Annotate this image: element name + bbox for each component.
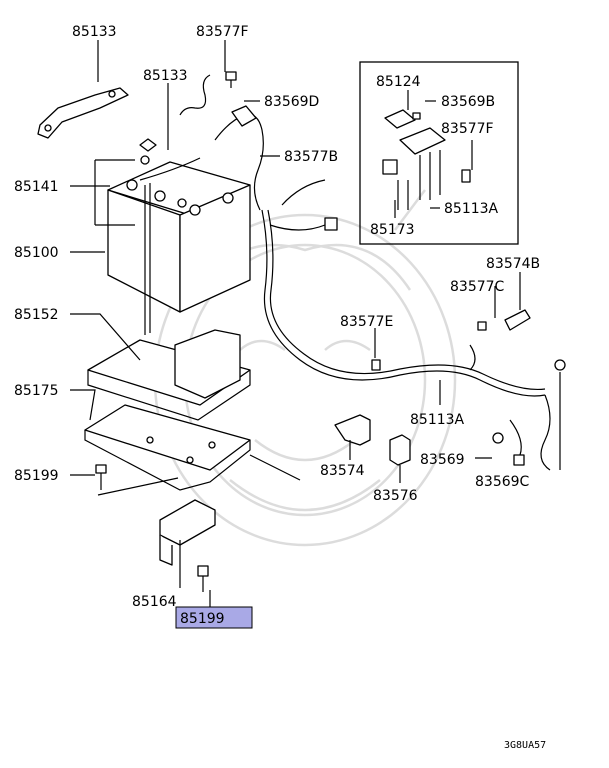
bracket-83576 <box>389 434 411 466</box>
battery-tray-85152 <box>87 329 251 421</box>
part-label-85164[interactable]: 85164 <box>132 594 177 610</box>
part-label-85133-top[interactable]: 85133 <box>72 24 117 40</box>
hold-down-rod-85141 <box>139 138 201 335</box>
part-label-85199-highlighted[interactable]: 85199 <box>180 611 225 627</box>
part-label-83577f-top[interactable]: 83577F <box>196 24 249 40</box>
bolt-85199-left <box>95 464 107 490</box>
inset-label-85124[interactable]: 85124 <box>376 74 421 90</box>
part-label-83577c[interactable]: 83577C <box>450 279 505 295</box>
part-label-85100[interactable]: 85100 <box>14 245 59 261</box>
battery-cable-83577f <box>179 71 237 116</box>
part-label-85113a[interactable]: 85113A <box>410 412 465 428</box>
part-label-85133-mid[interactable]: 85133 <box>143 68 188 84</box>
part-label-83577b[interactable]: 83577B <box>284 149 338 165</box>
nut-83569c <box>554 359 566 371</box>
inset-detail-box <box>359 61 519 245</box>
drawing-code: 3G8UA57 <box>504 740 546 751</box>
leader-lines <box>70 40 561 608</box>
part-label-83569c[interactable]: 83569C <box>475 474 530 490</box>
hold-down-bracket-85133 <box>37 87 129 139</box>
inset-label-85113a[interactable]: 85113A <box>444 201 499 217</box>
bolt-83577e <box>371 359 381 371</box>
inset-label-83569b[interactable]: 83569B <box>441 94 495 110</box>
positive-cable-83569d <box>214 105 264 211</box>
part-label-83569d[interactable]: 83569D <box>264 94 319 110</box>
part-label-85152[interactable]: 85152 <box>14 307 59 323</box>
support-bracket-85164 <box>159 499 216 592</box>
tray-bracket-85175 <box>84 404 301 491</box>
part-label-85141[interactable]: 85141 <box>14 179 59 195</box>
bracket-83574 <box>334 414 371 446</box>
part-label-83574[interactable]: 83574 <box>320 463 365 479</box>
part-label-85175[interactable]: 85175 <box>14 383 59 399</box>
part-label-83574b[interactable]: 83574B <box>486 256 540 272</box>
nut-83569 <box>492 432 504 444</box>
wiring-harness-85113a <box>261 179 551 471</box>
part-label-83576[interactable]: 83576 <box>373 488 418 504</box>
part-label-83569[interactable]: 83569 <box>420 452 465 468</box>
bracket-83574b <box>504 309 531 331</box>
part-label-85199-left[interactable]: 85199 <box>14 468 59 484</box>
inset-label-83577f[interactable]: 83577F <box>441 121 494 137</box>
highlight-box <box>175 606 253 629</box>
bolt-83577c <box>477 321 487 331</box>
part-label-83577e[interactable]: 83577E <box>340 314 393 330</box>
battery-85100 <box>107 161 251 313</box>
inset-label-85173[interactable]: 85173 <box>370 222 415 238</box>
